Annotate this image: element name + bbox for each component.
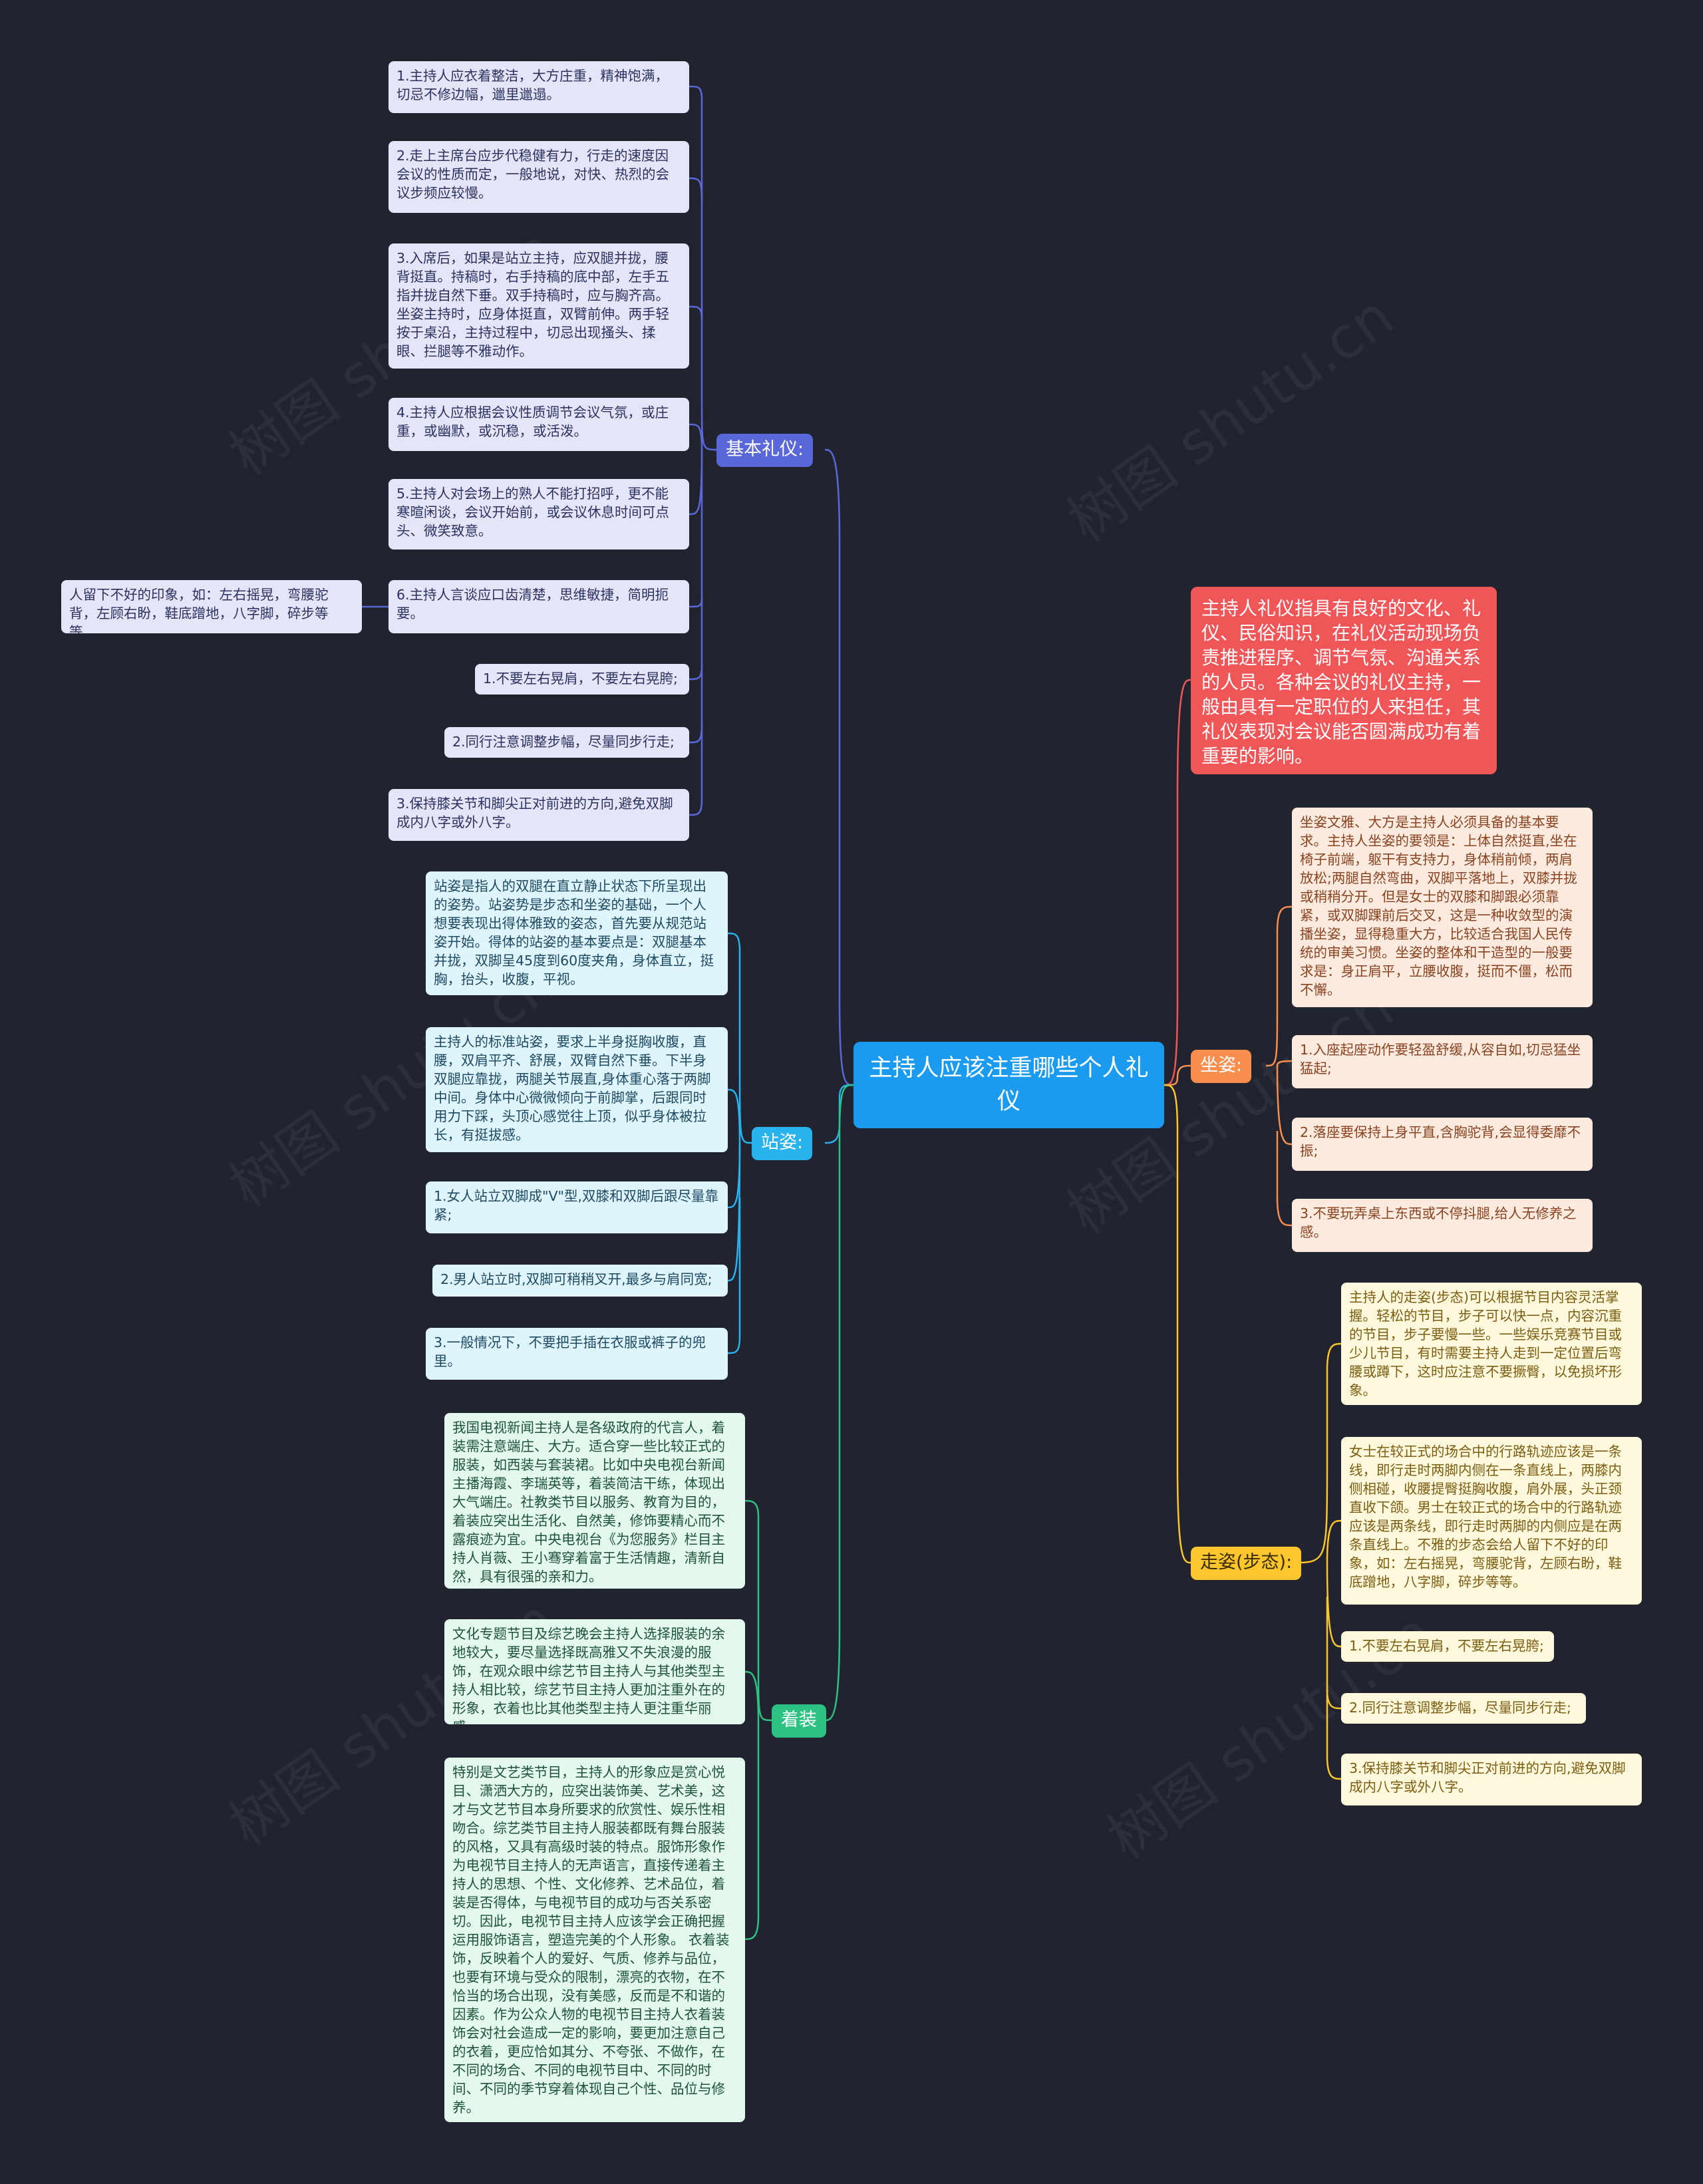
basic-item[interactable]: 2.走上主席台应步代稳健有力，行走的速度因会议的性质而定，一般地说，对快、热烈的… bbox=[388, 141, 689, 213]
basic-item[interactable]: 3.入席后，如果是站立主持，应双腿并拢，腰背挺直。持稿时，右手持稿的底中部，左手… bbox=[388, 243, 689, 369]
sitting-item[interactable]: 坐姿文雅、大方是主持人必须具备的基本要求。主持人坐姿的要领是：上体自然挺直,坐在… bbox=[1292, 808, 1593, 1007]
link-root-intro bbox=[1163, 679, 1191, 1086]
basic-item[interactable]: 6.主持人言谈应口齿清楚，思维敏捷，简明扼要。 bbox=[388, 580, 689, 633]
basic-item[interactable]: 5.主持人对会场上的熟人不能打招呼，更不能寒暄闲谈，会议开始前，或会议休息时间可… bbox=[388, 479, 689, 549]
branch-dress[interactable]: 着装 bbox=[772, 1704, 826, 1738]
walking-item[interactable]: 2.同行注意调整步幅，尽量同步行走; bbox=[1341, 1693, 1586, 1724]
dress-item[interactable]: 文化专题节目及综艺晚会主持人选择服装的余地较大，要尽量选择既高雅又不失浪漫的服饰… bbox=[444, 1619, 745, 1724]
walking-item[interactable]: 女士在较正式的场合中的行路轨迹应该是一条线，即行走时两脚内侧在一条直线上，两膝内… bbox=[1341, 1437, 1642, 1605]
sitting-links bbox=[1265, 905, 1293, 1227]
dress-item[interactable]: 我国电视新闻主持人是各级政府的代言人，着装需注意端庄、大方。适合穿一些比较正式的… bbox=[444, 1413, 745, 1589]
intro-node[interactable]: 主持人礼仪指具有良好的文化、礼仪、民俗知识，在礼仪活动现场负责推进程序、调节气氛… bbox=[1191, 587, 1497, 774]
branch-label: 走姿(步态): bbox=[1200, 1552, 1293, 1573]
walking-item[interactable]: 1.不要左右晃肩，不要左右晃胯; bbox=[1341, 1631, 1554, 1662]
sitting-item[interactable]: 2.落座要保持上身平直,含胸驼背,会显得委靡不振; bbox=[1292, 1118, 1593, 1171]
basic-item[interactable]: 4.主持人应根据会议性质调节会议气氛，或庄重，或幽默，或沉稳，或活泼。 bbox=[388, 398, 689, 451]
branch-label: 坐姿: bbox=[1200, 1055, 1243, 1076]
walking-item[interactable]: 主持人的走姿(步态)可以根据节目内容灵活掌握。轻松的节目，步子可以快一点，内容沉… bbox=[1341, 1283, 1642, 1405]
standing-item[interactable]: 站姿是指人的双腿在直立静止状态下所呈现出的姿势。站姿势是步态和坐姿的基础，一个人… bbox=[426, 871, 728, 995]
link-root-basic bbox=[824, 448, 854, 1086]
sitting-item[interactable]: 3.不要玩弄桌上东西或不停抖腿,给人无修养之感。 bbox=[1292, 1199, 1593, 1252]
dress-item[interactable]: 特别是文艺类节目，主持人的形象应是赏心悦目、潇洒大方的，应突出装饰美、艺术美，这… bbox=[444, 1758, 745, 2122]
standing-item[interactable]: 3.一般情况下，不要把手插在衣服或裤子的兜里。 bbox=[426, 1328, 728, 1380]
walking-item[interactable]: 3.保持膝关节和脚尖正对前进的方向,避免双脚成内八字或外八字。 bbox=[1341, 1754, 1642, 1805]
link-root-sitting bbox=[1163, 1064, 1191, 1086]
link-root-dress bbox=[824, 1084, 854, 1722]
branch-walking-posture[interactable]: 走姿(步态): bbox=[1191, 1547, 1302, 1580]
branch-standing-posture[interactable]: 站姿: bbox=[752, 1127, 813, 1160]
intro-text: 主持人礼仪指具有良好的文化、礼仪、民俗知识，在礼仪活动现场负责推进程序、调节气氛… bbox=[1201, 597, 1481, 767]
sitting-item[interactable]: 1.入座起座动作要轻盈舒缓,从容自如,切忌猛坐猛起; bbox=[1292, 1035, 1593, 1088]
branch-sitting-posture[interactable]: 坐姿: bbox=[1191, 1050, 1252, 1083]
standing-item[interactable]: 1.女人站立双脚成"V"型,双膝和双脚后跟尽量靠紧; bbox=[426, 1181, 728, 1233]
basic-links bbox=[362, 85, 717, 816]
root-topic[interactable]: 主持人应该注重哪些个人礼仪 bbox=[853, 1042, 1164, 1128]
standing-item[interactable]: 主持人的标准站姿，要求上半身挺胸收腹，直腰，双肩平齐、舒展，双臂自然下垂。下半身… bbox=[426, 1027, 728, 1152]
basic-item[interactable]: 3.保持膝关节和脚尖正对前进的方向,避免双脚成内八字或外八字。 bbox=[388, 789, 689, 841]
basic-item[interactable]: 1.主持人应衣着整洁，大方庄重，精神饱满，切忌不修边幅，邋里邋遢。 bbox=[388, 61, 689, 113]
standing-links bbox=[727, 932, 752, 1354]
branch-label: 基本礼仪: bbox=[726, 439, 804, 460]
dress-links bbox=[744, 1499, 772, 1941]
link-root-walking bbox=[1163, 1084, 1191, 1564]
root-title: 主持人应该注重哪些个人礼仪 bbox=[869, 1055, 1149, 1115]
walking-links bbox=[1291, 1342, 1342, 1780]
standing-item[interactable]: 2.男人站立时,双脚可稍稍叉开,最多与肩同宽; bbox=[432, 1265, 728, 1297]
branch-label: 着装 bbox=[781, 1710, 817, 1730]
basic-item[interactable]: 1.不要左右晃肩，不要左右晃胯; bbox=[475, 664, 689, 695]
basic-sub-item[interactable]: 人留下不好的印象，如：左右摇晃，弯腰驼背，左顾右盼，鞋底蹭地，八字脚，碎步等等。 bbox=[61, 580, 362, 633]
branch-basic-etiquette[interactable]: 基本礼仪: bbox=[716, 434, 814, 467]
basic-item[interactable]: 2.同行注意调整步幅，尽量同步行走; bbox=[444, 727, 689, 758]
branch-label: 站姿: bbox=[761, 1132, 804, 1153]
